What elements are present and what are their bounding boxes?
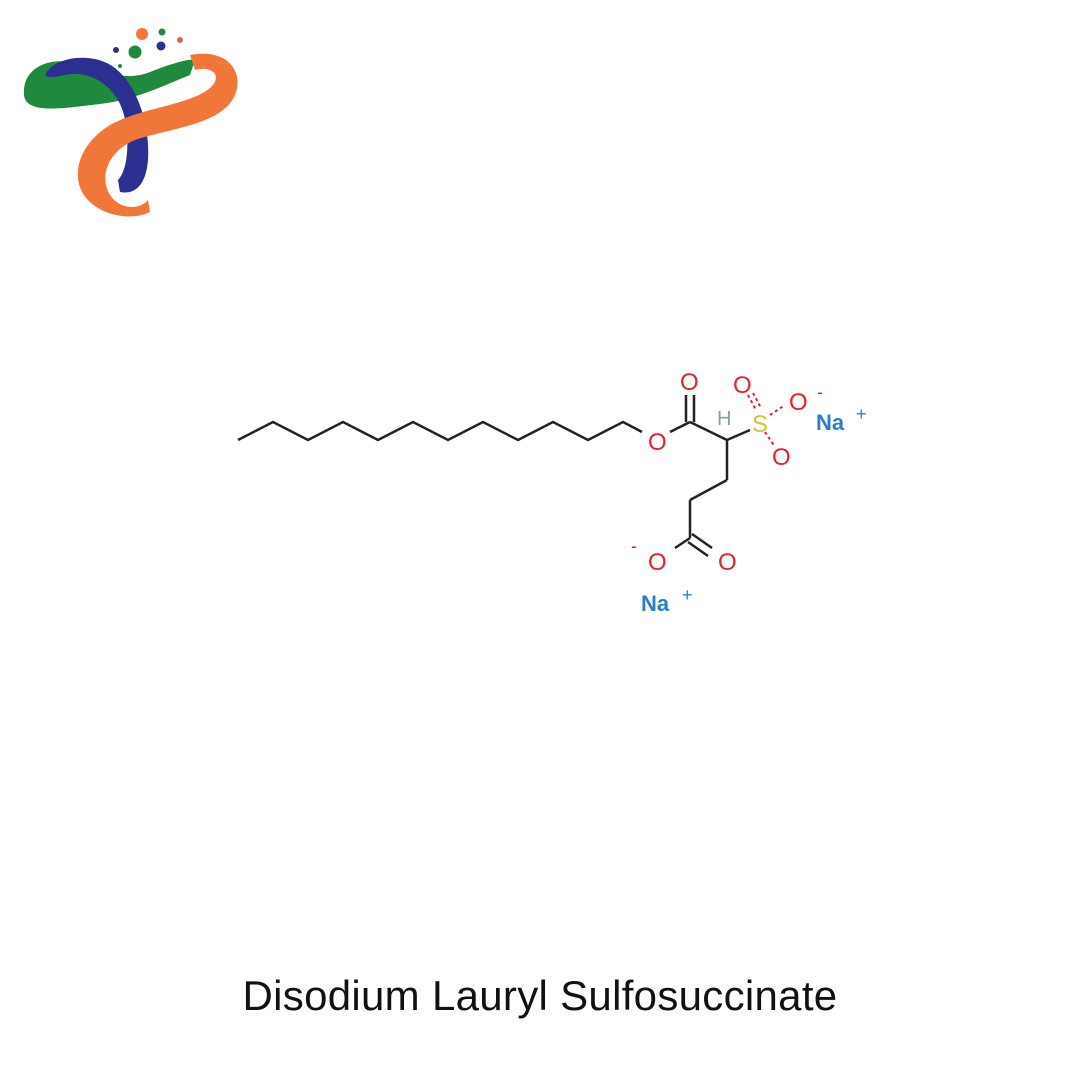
hydrogen-atom: H [717, 408, 731, 430]
sulfonyl-oxygen-2: O [772, 444, 791, 471]
sulfonyl-oxygen-1: O [733, 372, 752, 399]
sodium-ion-2: Na [641, 591, 670, 616]
sodium-ion-1: Na [816, 410, 845, 435]
bonds [237, 395, 751, 558]
logo-orange-ribbon [77, 53, 238, 217]
sulfonate-bonds [747, 392, 786, 448]
brand-logo [23, 28, 238, 217]
carboxylate-oxygen-anion: O [648, 549, 667, 576]
ester-oxygen: O [648, 429, 667, 456]
sulfonate-minus-charge: - [817, 382, 823, 402]
sodium-plus-charge-1: + [856, 404, 867, 424]
sulfur-atom: S [752, 411, 768, 438]
logo-blue-ribbon [45, 57, 149, 193]
sodium-plus-charge-2: + [682, 585, 693, 605]
logo-dots-icon [113, 28, 183, 68]
lauryl-chain [237, 420, 643, 442]
carboxylate-minus-charge: - [631, 536, 637, 556]
carboxyl-double-oxygen: O [718, 549, 737, 576]
carbonyl-oxygen: O [680, 369, 699, 396]
sulfonate-oxygen-anion: O [789, 389, 808, 416]
compound-name-caption: Disodium Lauryl Sulfosuccinate [242, 972, 838, 1019]
